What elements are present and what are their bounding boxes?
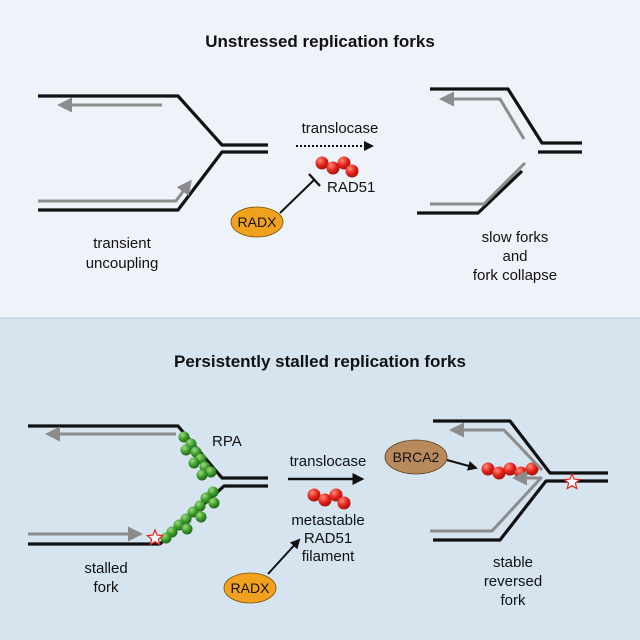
rad51-monomer <box>492 466 506 480</box>
rpa-monomer <box>180 444 192 456</box>
collapsed-fork <box>417 87 582 215</box>
bottom-radx-oval <box>223 572 277 604</box>
reversed-fork-star-icon <box>562 472 582 490</box>
top-rad51-label: RAD51 <box>327 179 375 196</box>
rpa-monomer <box>187 506 199 518</box>
filament-label-line2: RAD51 <box>304 530 352 547</box>
rad51-monomer <box>326 161 340 175</box>
rpa-monomer <box>188 457 200 469</box>
stall-site-star-icon <box>145 528 165 546</box>
top-translocase-label: translocase <box>302 120 379 137</box>
filament-label-line1: metastable <box>291 512 364 529</box>
uncoupled-fork <box>38 94 268 212</box>
rpa-monomer <box>205 466 217 478</box>
top-left-caption-line2: uncoupling <box>86 255 159 272</box>
radx-promote-arrow <box>267 538 301 575</box>
rad51-monomer <box>345 164 359 178</box>
top-rad51-cluster <box>315 156 359 178</box>
bottom-translocase-label: translocase <box>290 453 367 470</box>
rad51-monomer <box>525 462 539 476</box>
top-radx-oval <box>230 206 284 238</box>
top-panel-title: Unstressed replication forks <box>205 32 435 51</box>
rad51-monomer <box>481 462 495 476</box>
rpa-label: RPA <box>212 433 242 450</box>
bottom-right-caption-line2: reversed <box>484 573 542 590</box>
bottom-right-caption-line1: stable <box>493 554 533 571</box>
rad51-monomer <box>337 496 351 510</box>
bottom-rad51-cluster <box>307 488 351 510</box>
rpa-lower-coat <box>160 486 220 544</box>
bottom-panel-title: Persistently stalled replication forks <box>174 352 466 371</box>
rpa-monomer <box>208 497 220 509</box>
rad51-monomer <box>337 156 351 170</box>
bottom-left-caption-line1: stalled <box>84 560 127 577</box>
bottom-left-caption-line2: fork <box>93 579 119 596</box>
rpa-monomer <box>178 431 190 443</box>
brca2-arrow <box>446 459 478 471</box>
top-left-caption-line1: transient <box>93 235 151 252</box>
top-right-caption-line1: slow forks <box>482 229 549 246</box>
filament-label-line3: filament <box>302 548 355 565</box>
top-right-caption-line3: fork collapse <box>473 267 557 284</box>
brca2-oval <box>384 439 448 475</box>
top-radx-label: RADX <box>238 214 278 230</box>
rpa-monomer <box>195 511 207 523</box>
rpa-upper-coat <box>178 431 217 481</box>
rad51-monomer <box>315 156 329 170</box>
radx-inhibition-line <box>279 173 321 214</box>
rpa-monomer <box>160 532 172 544</box>
rpa-monomer <box>200 492 212 504</box>
brca2-label: BRCA2 <box>393 449 440 465</box>
rad51-monomer <box>329 488 343 502</box>
rpa-monomer <box>196 469 208 481</box>
bottom-radx-label: RADX <box>231 580 271 596</box>
rad51-monomer <box>318 493 332 507</box>
top-right-caption-line2: and <box>502 248 527 265</box>
rpa-monomer <box>181 523 193 535</box>
bottom-right-caption-line3: fork <box>500 592 526 609</box>
rad51-monomer <box>307 488 321 502</box>
